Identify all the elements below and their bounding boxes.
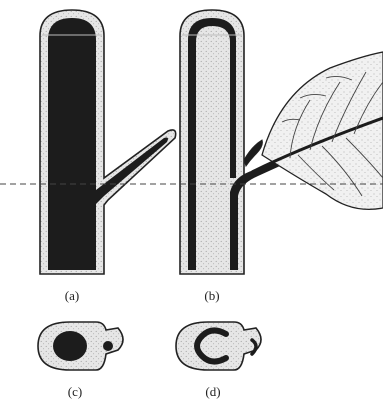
caption-a: (a) [65,288,79,304]
caption-b: (b) [204,288,219,304]
section-c-branch-trace [103,341,113,351]
panel-d-cross-section [176,322,261,370]
leaf [252,52,383,209]
panel-c-cross-section [38,322,123,370]
caption-c: (c) [68,384,82,400]
leaf-blade [262,52,383,209]
stem-b-bud [244,140,262,166]
section-c-core [53,331,87,361]
panel-a-stem [40,10,176,274]
caption-d: (d) [205,384,220,400]
